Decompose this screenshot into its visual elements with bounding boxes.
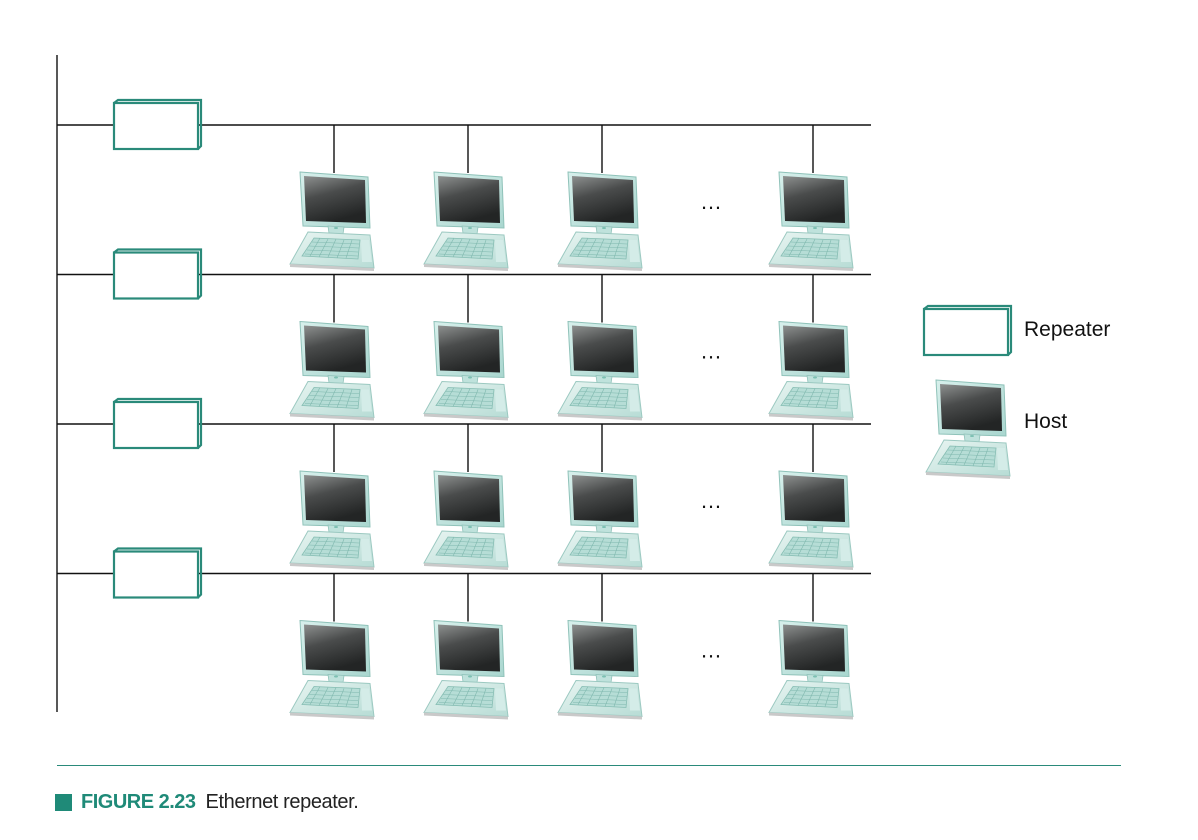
computer-host-icon xyxy=(423,171,509,272)
computer-host-icon xyxy=(423,470,509,571)
legend-host-icon xyxy=(925,379,1011,480)
computer-host-icon xyxy=(768,470,854,571)
legend-repeater-label: Repeater xyxy=(1024,318,1111,341)
repeater-box-icon xyxy=(112,397,203,450)
computer-host-icon xyxy=(289,171,375,272)
legend-host-label: Host xyxy=(1024,410,1068,433)
more-hosts-ellipsis: … xyxy=(700,488,722,513)
figure-caption: FIGURE 2.23 Ethernet repeater. xyxy=(55,788,359,816)
figure-caption-text: Ethernet repeater. xyxy=(205,790,359,813)
computer-host-icon xyxy=(768,620,854,720)
legend-repeater-icon xyxy=(922,304,1013,357)
computer-host-icon xyxy=(423,620,509,720)
more-hosts-ellipsis: … xyxy=(700,638,722,663)
computer-host-icon xyxy=(557,321,643,421)
caption-square-icon xyxy=(55,793,72,811)
figure-label: FIGURE 2.23 xyxy=(81,790,196,813)
repeater-box-icon xyxy=(112,547,203,599)
computer-host-icon xyxy=(423,321,509,421)
lan-segment: … xyxy=(57,547,871,720)
repeater-box-icon xyxy=(112,98,203,151)
computer-host-icon xyxy=(557,620,643,720)
lan-segment: … xyxy=(57,248,871,421)
more-hosts-ellipsis: … xyxy=(700,339,722,364)
computer-host-icon xyxy=(768,321,854,421)
more-hosts-ellipsis: … xyxy=(700,189,722,214)
repeater-box-icon xyxy=(112,248,203,300)
computer-host-icon xyxy=(557,470,643,571)
caption-divider xyxy=(57,765,1121,766)
computer-host-icon xyxy=(289,620,375,720)
lan-segment: … xyxy=(57,397,871,571)
lan-segment: … xyxy=(57,98,871,272)
computer-host-icon xyxy=(768,171,854,272)
computer-host-icon xyxy=(557,171,643,272)
computer-host-icon xyxy=(289,470,375,571)
computer-host-icon xyxy=(289,321,375,421)
